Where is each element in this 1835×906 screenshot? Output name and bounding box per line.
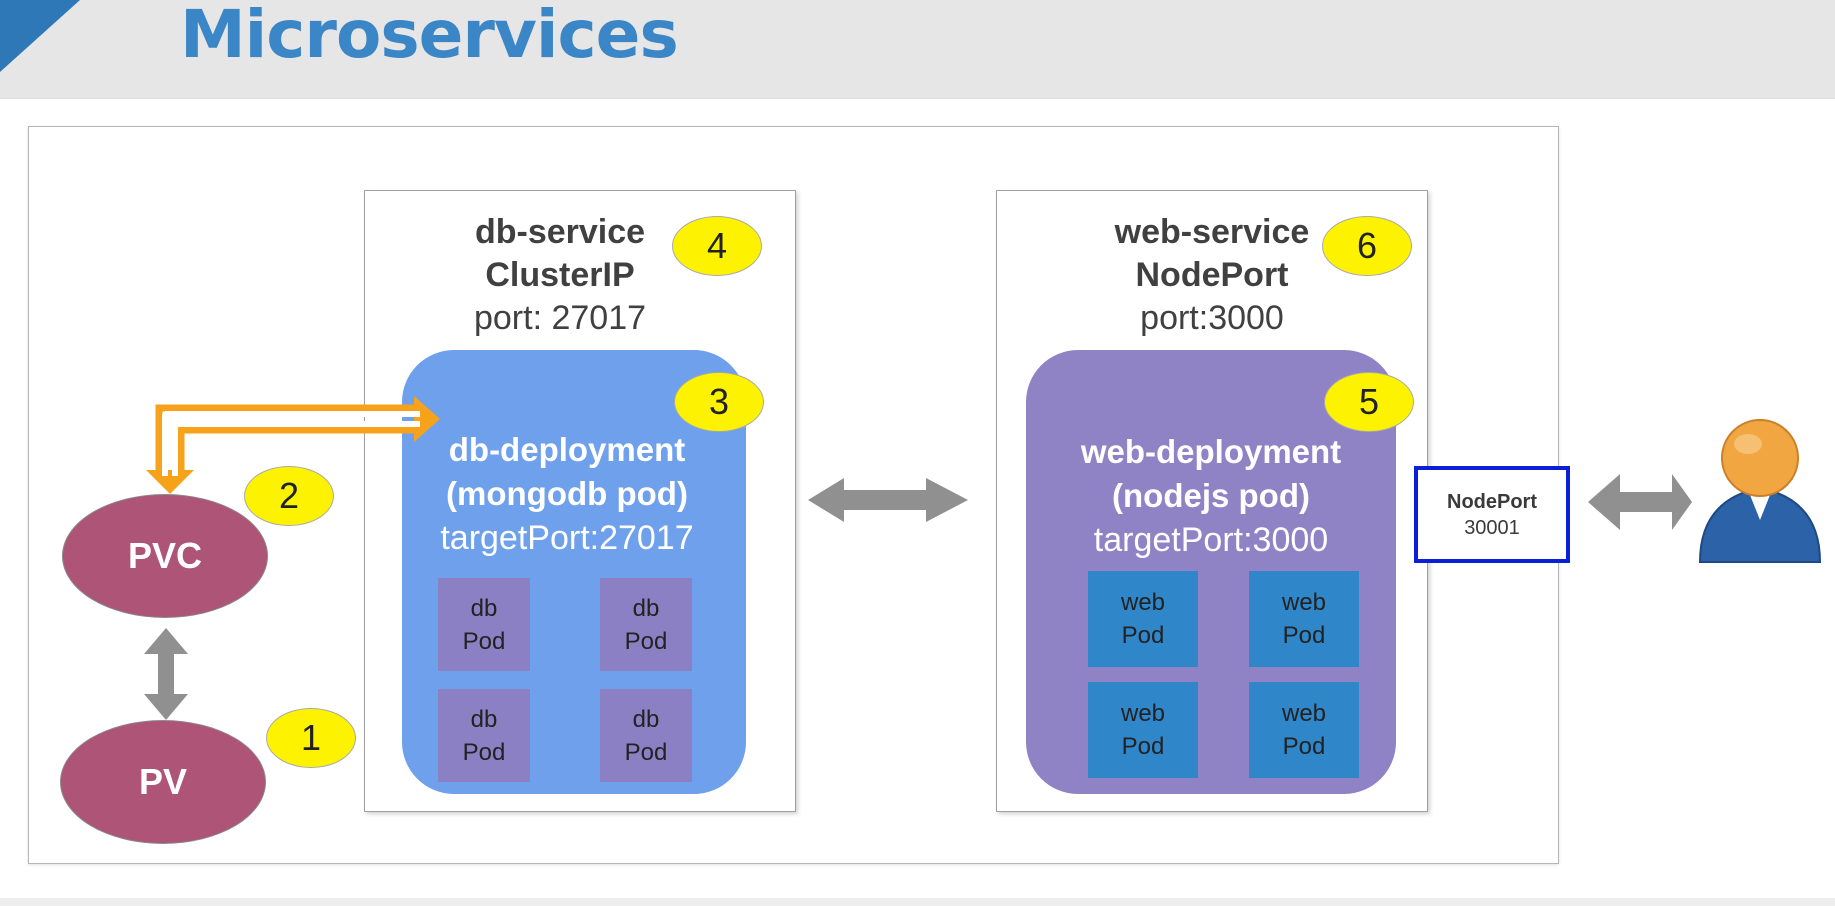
nodeport-box: NodePort 30001 [1414, 466, 1570, 563]
nodeport-port: 30001 [1464, 516, 1520, 539]
db-service-type: ClusterIP [485, 256, 635, 294]
step-badge-2: 2 [244, 466, 334, 526]
web-pod: web Pod [1249, 571, 1359, 667]
step-badge-4: 4 [672, 216, 762, 276]
db-pod: db Pod [600, 578, 692, 671]
pv-oval: PV [60, 720, 266, 844]
step-badge-5: 5 [1324, 372, 1414, 432]
web-pod: web Pod [1088, 571, 1198, 667]
step-badge-6: 6 [1322, 216, 1412, 276]
db-pod: db Pod [438, 689, 530, 782]
web-service-type: NodePort [1135, 256, 1289, 294]
web-service-name: web-service [1114, 213, 1310, 251]
step-badge-1: 1 [266, 708, 356, 768]
db-pod: db Pod [600, 689, 692, 782]
nodeport-user-arrow [1588, 474, 1692, 530]
footer-band [0, 898, 1835, 906]
pvc-oval: PVC [62, 494, 268, 618]
web-deployment-subtitle: (nodejs pod) [1112, 477, 1310, 514]
db-deployment-title: db-deployment [448, 431, 686, 468]
page-title: Microservices [180, 0, 679, 73]
user-icon [1698, 419, 1822, 563]
db-pod: db Pod [438, 578, 530, 671]
db-service-name: db-service [474, 213, 646, 251]
web-pod: web Pod [1088, 682, 1198, 778]
web-deployment-title: web-deployment [1080, 433, 1342, 470]
pvc-to-db-arrow [146, 396, 440, 494]
db-web-arrow [808, 478, 968, 522]
pvc-pv-arrow [144, 628, 188, 720]
web-service-port: port:3000 [1140, 299, 1284, 337]
web-pod: web Pod [1249, 682, 1359, 778]
web-deployment-target-port: targetPort:3000 [1093, 521, 1329, 559]
header-band [0, 0, 1835, 99]
db-deployment-subtitle: (mongodb pod) [446, 475, 688, 512]
db-service-port: port: 27017 [473, 299, 647, 337]
db-deployment-target-port: targetPort:27017 [440, 519, 694, 557]
step-badge-3: 3 [674, 372, 764, 432]
nodeport-title: NodePort [1447, 490, 1537, 513]
